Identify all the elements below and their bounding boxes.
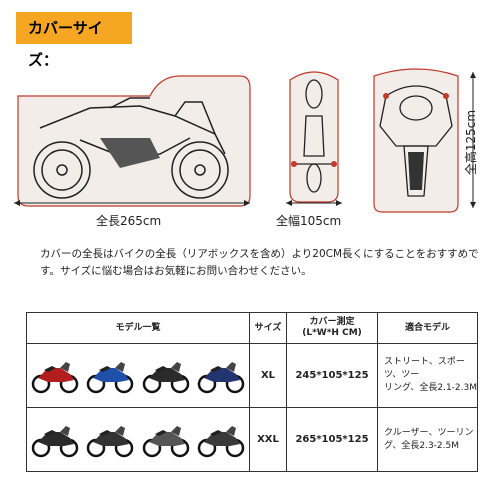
side-view-diagram xyxy=(17,75,251,207)
motorcycle-image xyxy=(31,425,78,457)
header-size: サイズ xyxy=(249,312,287,344)
height-label: 全高125cm xyxy=(464,109,479,176)
motorcycle-image xyxy=(142,425,189,457)
size-badge: カバーサイズ： xyxy=(16,12,132,69)
size-table: モデル一覧 サイズ カバー測定 (L*W*H CM) 適合モデル XL 245*… xyxy=(26,312,478,472)
front-view-diagram xyxy=(373,68,459,213)
table-row: XXL 265*105*125 クルーザー、ツーリン グ、全長2.3-2.5M xyxy=(26,407,478,472)
header-measure-line1: カバー測定 xyxy=(309,317,355,327)
fit-line2: グ、全長2.3-2.5M xyxy=(384,440,460,451)
dims-value: 245*105*125 xyxy=(286,343,378,408)
top-view-diagram xyxy=(289,71,339,203)
length-arrow xyxy=(14,200,250,206)
size-value: XXL xyxy=(249,407,287,472)
fit-models: クルーザー、ツーリン グ、全長2.3-2.5M xyxy=(377,407,478,472)
model-images xyxy=(26,407,250,472)
table-row: XL 245*105*125 ストリート、スポーツ、ツー リング、全長2.1-2… xyxy=(26,343,478,408)
header-measure-line2: (L*W*H CM) xyxy=(302,328,362,338)
height-arrow xyxy=(470,72,476,208)
model-images xyxy=(26,343,250,408)
size-value: XL xyxy=(249,343,287,408)
motorcycle-image xyxy=(31,361,78,393)
fit-models: ストリート、スポーツ、ツー リング、全長2.1-2.3M xyxy=(377,343,478,408)
motorcycle-image xyxy=(198,361,245,393)
motorcycle-image xyxy=(142,361,189,393)
width-label: 全幅105cm xyxy=(276,214,342,228)
header-measure: カバー測定 (L*W*H CM) xyxy=(286,312,378,344)
fit-line2: リング、全長2.1-2.3M xyxy=(384,383,478,393)
size-notice: カバーの全長はバイクの全長（リアボックスを含め）より20CM長くにすることをおす… xyxy=(40,248,479,277)
header-models: モデル一覧 xyxy=(26,312,250,344)
fit-line1: クルーザー、ツーリン xyxy=(384,427,474,438)
motorcycle-image xyxy=(87,361,134,393)
motorcycle-image xyxy=(198,425,245,457)
header-fit: 適合モデル xyxy=(377,312,478,344)
fit-line1: ストリート、スポーツ、ツー xyxy=(384,357,465,380)
width-arrow xyxy=(286,200,342,206)
motorcycle-image xyxy=(87,425,134,457)
dims-value: 265*105*125 xyxy=(286,407,378,472)
length-label: 全長265cm xyxy=(96,214,162,228)
